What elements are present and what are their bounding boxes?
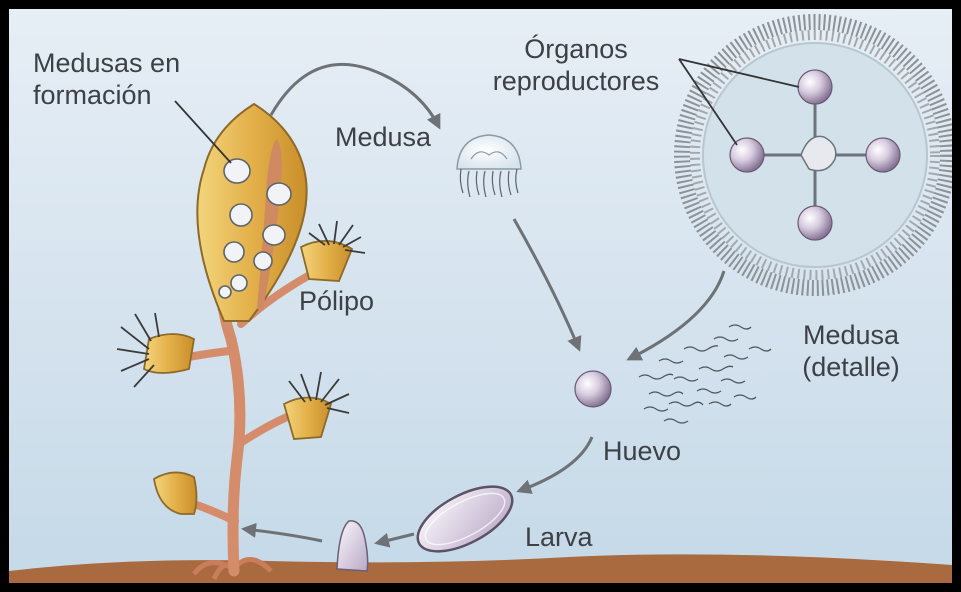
label-larva: Larva	[525, 521, 593, 553]
label-polipo: Pólipo	[299, 285, 374, 317]
label-medusa: Medusa	[335, 121, 431, 153]
gonad-top	[798, 70, 832, 104]
label-organos-reproductores: Órganos reproductores	[471, 33, 681, 97]
label-medusa-detalle-line1: Medusa	[781, 319, 921, 351]
gonad-bottom	[798, 206, 832, 240]
label-organos-line2: reproductores	[471, 65, 681, 97]
label-huevo: Huevo	[603, 435, 681, 467]
label-medusas-en-formacion-line1: Medusas en	[33, 47, 180, 79]
label-organos-line1: Órganos	[471, 33, 681, 65]
label-medusa-detalle: Medusa (detalle)	[781, 319, 921, 383]
gonad-right	[866, 138, 900, 172]
label-medusa-detalle-line2: (detalle)	[781, 351, 921, 383]
label-medusas-en-formacion: Medusas en formación	[33, 47, 180, 111]
egg	[575, 371, 611, 407]
label-medusas-en-formacion-line2: formación	[33, 79, 180, 111]
